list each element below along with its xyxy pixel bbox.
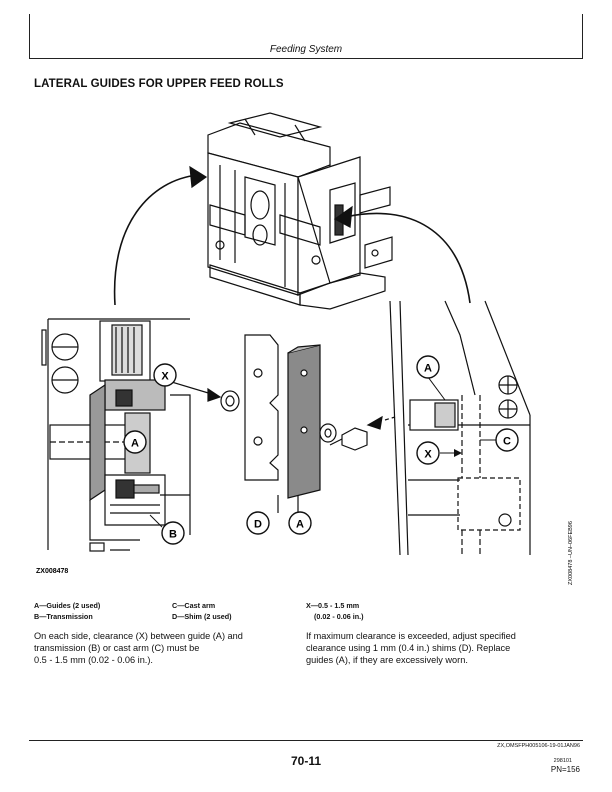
legend-item: A—Guides (2 used) (34, 601, 101, 610)
svg-text:D: D (254, 519, 262, 531)
legend-column-2: C—Cast arm D—Shim (2 used) (172, 600, 232, 622)
right-border-line (582, 14, 583, 59)
guide-and-shim-drawing (154, 334, 396, 513)
page-number: 70-11 (290, 754, 322, 768)
legend-item: (0.02 - 0.06 in.) (314, 612, 364, 621)
svg-text:A: A (131, 438, 139, 450)
svg-text:B: B (169, 529, 177, 541)
transmission-section-drawing (41, 318, 191, 552)
callout-a-right: A (416, 355, 446, 401)
body-text-left: On each side, clearance (X) between guid… (34, 631, 243, 666)
technical-illustration: X A B D A A C X ZX008478 ZX008478 –UN–06… (36, 112, 574, 585)
legend-item: D—Shim (2 used) (172, 612, 232, 621)
legend-column-3: X—0.5 - 1.5 mm (0.02 - 0.06 in.) (306, 600, 364, 622)
cast-arm-section-drawing (389, 300, 531, 556)
pn-number: PN=156 (550, 765, 580, 774)
callout-c: C (480, 428, 519, 452)
legend-item: C—Cast arm (172, 601, 216, 610)
top-border-line (29, 58, 583, 59)
figure-id: ZX008478 (36, 568, 68, 575)
page-title: LATERAL GUIDES FOR UPPER FEED ROLLS (34, 78, 284, 90)
svg-text:X: X (161, 371, 169, 383)
callout-x-right: X (416, 441, 462, 465)
legend-item: X—0.5 - 1.5 mm (306, 601, 360, 610)
svg-text:A: A (296, 519, 304, 531)
svg-text:A: A (424, 363, 432, 375)
callout-a-left: A (123, 430, 147, 454)
section-header: Feeding System (269, 44, 343, 55)
left-border-line (29, 14, 30, 59)
svg-text:X: X (424, 449, 432, 461)
figure-side-tag: ZX008478 –UN–06FEB96 (568, 521, 574, 585)
bottom-border-line (29, 740, 583, 741)
callout-a-middle: A (288, 511, 312, 535)
document-id: ZX,OMSFPH005106-19-01JAN96 (497, 743, 580, 749)
body-text-right: If maximum clearance is exceeded, adjust… (306, 631, 516, 666)
legend-item: B—Transmission (34, 612, 93, 621)
callout-x-left: X (153, 363, 177, 387)
callout-b: B (149, 514, 185, 545)
svg-text:C: C (503, 436, 511, 448)
callout-d: D (246, 511, 270, 535)
legend-column-1: A—Guides (2 used) B—Transmission (34, 600, 100, 622)
small-code: 298101 (553, 758, 572, 764)
feed-roll-frame-drawing (207, 112, 393, 310)
